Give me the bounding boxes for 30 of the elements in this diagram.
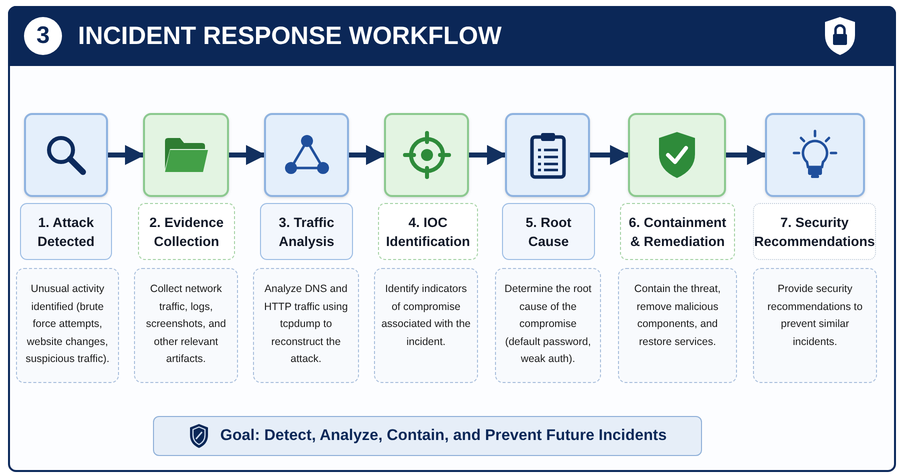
icon-box [505,113,590,197]
step-title: 1. Attack Detected [20,203,112,260]
arrow [349,145,386,165]
step-description: Unusual activity identified (brute force attempts, website changes, suspicious traffic). [16,268,119,383]
diagram-title: INCIDENT RESPONSE WORKFLOW [78,21,502,52]
step-title: 6. Containment & Remediation [620,203,735,260]
icon-box [384,113,469,197]
step-title: 5. Root Cause [502,203,595,260]
arrow [726,145,767,165]
step-description: Collect network traffic, logs, screenshots, and other relevant artifacts. [134,268,238,383]
icon-box [628,113,726,197]
step-title: 7. Security Recommendations [753,203,876,260]
step-description: Determine the root cause of the compromise (default password, weak auth). [495,268,601,383]
goal-banner [153,416,702,456]
step-title: 2. Evidence Collection [138,203,235,260]
arrow [229,145,266,165]
arrow [590,145,630,165]
icon-box [264,113,349,197]
arrow [469,145,507,165]
step-description: Provide security recommendations to prevent similar incidents. [753,268,877,383]
step-title: 3. Traffic Analysis [260,203,353,260]
icon-box [24,113,108,197]
step-description: Analyze DNS and HTTP traffic using tcpdump to reconstruct the attack. [253,268,359,383]
step-description: Contain the threat, remove malicious components, and restore services. [618,268,737,383]
icon-box [143,113,229,197]
arrow [108,145,145,165]
icon-box [765,113,865,197]
step-title: 4. IOC Identification [378,203,478,260]
goal-text: Goal: Detect, Analyze, Contain, and Prevent Future Incidents [220,426,667,446]
step-description: Identify indicators of compromise associated with the incident. [374,268,478,383]
